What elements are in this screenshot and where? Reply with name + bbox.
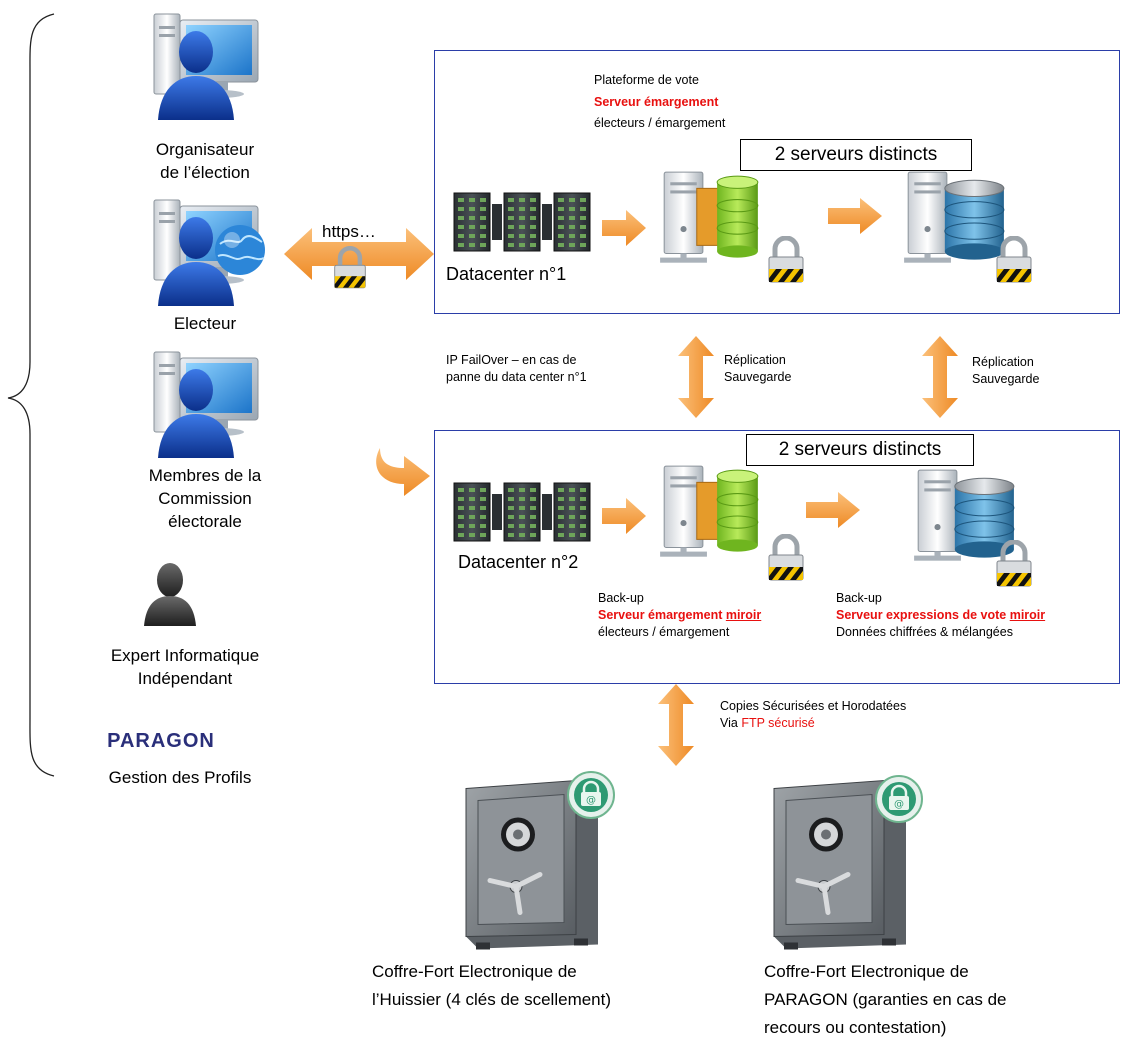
dc1-distinct-box: 2 serveurs distincts [740,139,972,171]
dc1-arrow-2 [828,198,882,234]
dc1-rack-icon [452,190,592,252]
dc2-distinct-box: 2 serveurs distincts [746,434,974,466]
failover-curved-arrow [376,448,430,496]
copies-label: Copies Sécurisées et Horodatées Via FTP … [720,699,907,730]
dc2-server-emargement-lock-icon [766,534,806,582]
expert-icon [144,563,196,626]
dc2-server-emargement-icon [654,462,766,574]
dc1-server-emargement-icon [654,168,766,280]
dc1-arrow-1 [602,210,646,246]
electeur-label: Electeur [173,314,237,333]
dc1-server-emargement-lock-icon [766,236,806,284]
dc2-right-caption: Back-up Serveur expressions de vote miro… [836,591,1046,639]
https-lock-icon [332,246,368,290]
datacenter-2-frame [434,430,1120,684]
gestion-label: Gestion des Profils [108,768,252,787]
dc2-rack-icon [452,480,592,542]
dc2-server-vote-lock-icon [994,540,1034,588]
actors-brace [7,13,55,777]
replication-arrow-1 [678,336,714,418]
paragon-secure-badge-icon [874,774,924,824]
dc1-server-desc: électeurs / émargement [594,116,726,130]
paragon-logo: PARAGON [107,730,215,752]
datacenter-1-frame [434,50,1120,314]
dc1-server-label: Serveur émargement [594,95,719,109]
dc2-name: Datacenter n°2 [458,552,579,572]
dc1-server-vote-lock-icon [994,236,1034,284]
huissier-secure-badge-icon [566,770,616,820]
globe-icon [215,225,265,275]
https-label: https… [322,222,376,241]
dc1-name: Datacenter n°1 [446,264,567,284]
commission-icon [146,350,266,460]
dc2-left-caption: Back-up Serveur émargement miroir électe… [598,591,762,639]
organisateur-icon [146,12,266,122]
dc1-platform-label: Plateforme de vote [594,73,699,87]
copies-arrow [658,684,694,766]
dc2-arrow-1 [602,498,646,534]
replication-arrow-2 [922,336,958,418]
dc2-arrow-2 [806,492,860,528]
